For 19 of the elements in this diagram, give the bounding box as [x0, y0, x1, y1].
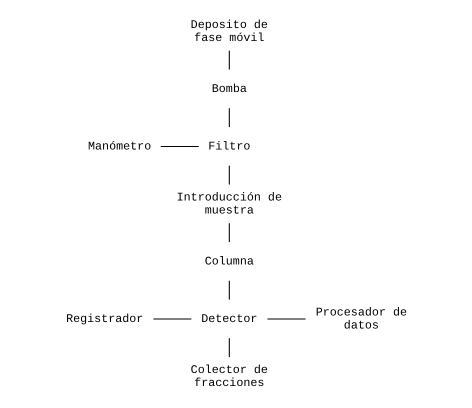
connector	[160, 146, 198, 148]
node-text: Registrador	[66, 312, 143, 326]
node-text: Introducción de muestra	[176, 190, 282, 218]
node-text: Manómetro	[88, 139, 151, 154]
node-text: Bomba	[211, 82, 246, 96]
connector	[228, 108, 230, 128]
connector	[228, 166, 230, 185]
connector	[228, 50, 230, 70]
connector	[152, 318, 191, 320]
node-text: Procesador de datos	[315, 306, 407, 332]
connector	[228, 338, 230, 358]
connector	[228, 223, 230, 242]
connector	[266, 318, 306, 320]
node-text: Columna	[204, 254, 254, 268]
node-text: Deposito de fase móvil	[190, 18, 268, 45]
node-text: Detector	[200, 312, 257, 326]
connector	[228, 280, 230, 300]
node-text: Filtro	[208, 139, 250, 154]
node-text: Colector de fracciones	[190, 363, 268, 390]
